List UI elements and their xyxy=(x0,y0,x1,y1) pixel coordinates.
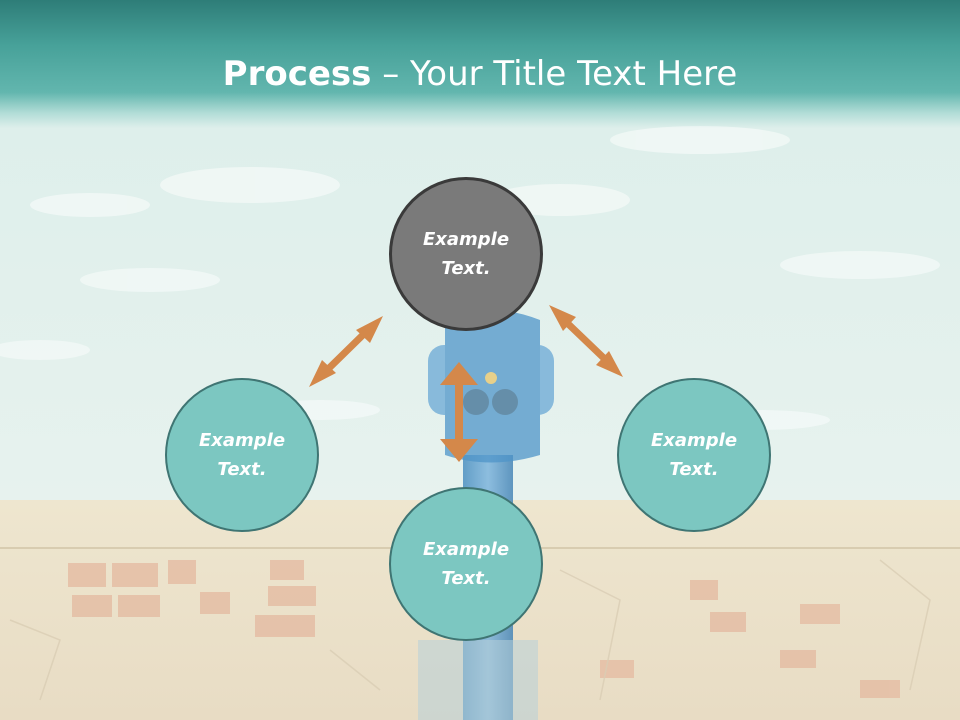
process-node-bottom[interactable]: Example Text. xyxy=(389,487,543,641)
process-node-top[interactable]: Example Text. xyxy=(389,177,543,331)
title-separator: – xyxy=(371,54,411,94)
title-bar xyxy=(0,0,960,128)
slide-title: Process – Your Title Text Here xyxy=(0,50,960,98)
arrow-vertical xyxy=(440,362,478,462)
node-right-label: Example Text. xyxy=(650,430,738,480)
node-top-label: Example Text. xyxy=(422,229,510,279)
arrow-top-right xyxy=(549,305,623,377)
process-node-left[interactable]: Example Text. xyxy=(165,378,319,532)
node-left-label: Example Text. xyxy=(198,430,286,480)
arrow-top-left xyxy=(309,316,383,387)
title-text: Your Title Text Here xyxy=(410,54,738,94)
title-bold: Process xyxy=(222,54,372,94)
node-bottom-label: Example Text. xyxy=(422,539,510,589)
process-node-right[interactable]: Example Text. xyxy=(617,378,771,532)
